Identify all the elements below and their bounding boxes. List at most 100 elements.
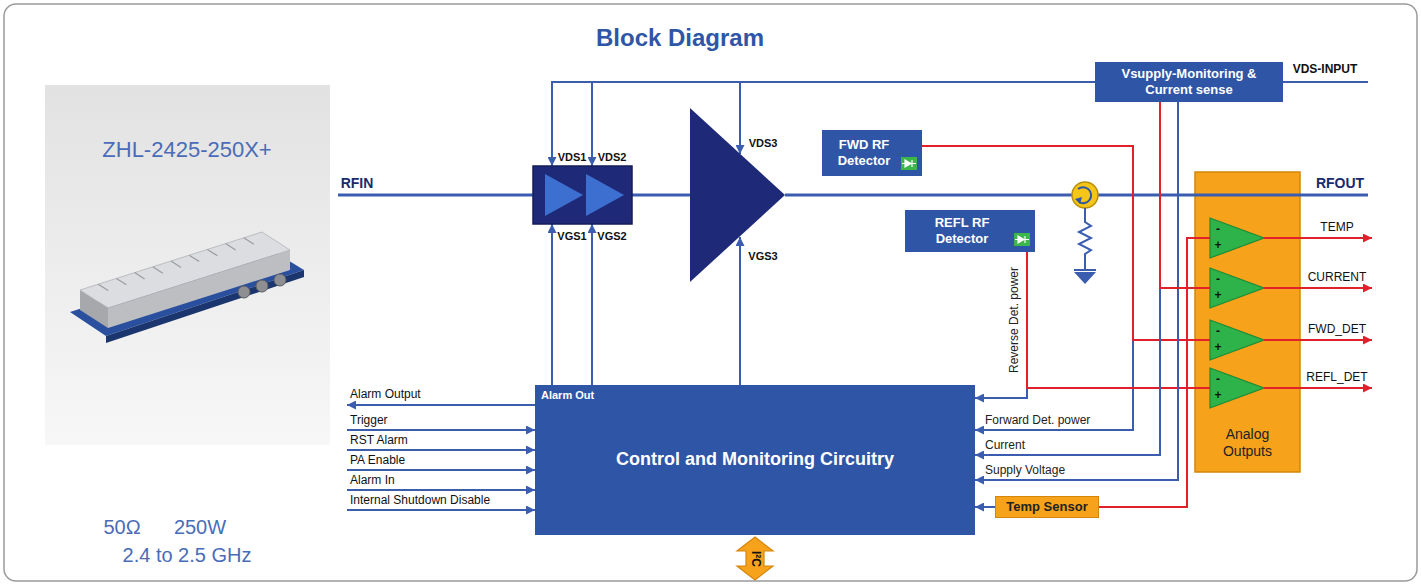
rf-connectors: [274, 274, 286, 286]
opamp-sign: +: [1214, 341, 1221, 355]
pin-name: VGS2: [597, 230, 626, 243]
diode-symbol: [902, 160, 916, 167]
signal-connector: [1099, 238, 1195, 507]
op-amps: [1210, 218, 1264, 408]
opamp-sign: -: [1216, 373, 1220, 387]
box-text: Control and Monitoring Circuitry: [616, 449, 894, 471]
bias-wires: [551, 224, 553, 385]
analog-output-wires: [1195, 387, 1210, 389]
cooling-fins: [226, 244, 236, 250]
op-amps: [1210, 268, 1264, 308]
analog-output-wires: [1264, 237, 1372, 239]
opamp-sign: -: [1216, 325, 1220, 339]
analog-output-panel: Analog Outputs: [1195, 172, 1300, 472]
analog-output-wires: [1264, 287, 1372, 289]
spec-text: 2.4 to 2.5 GHz: [123, 544, 252, 567]
pin-name: VGS3: [748, 250, 777, 263]
diagram-title: Block Diagram: [596, 24, 764, 52]
opamp-sign: +: [1214, 389, 1221, 403]
op-amps: [1210, 218, 1264, 258]
driver-amplifier: [533, 166, 632, 224]
circulator: [1072, 182, 1098, 208]
spec-text: 250W: [174, 516, 226, 539]
product-name: ZHL-2425-250X+: [102, 137, 271, 162]
output-name: CURRENT: [1308, 271, 1367, 285]
analog-output-wires: [1264, 339, 1372, 341]
detector-icon: [901, 157, 917, 170]
diode-symbol: [1015, 236, 1029, 243]
opamp-sign: +: [1214, 289, 1221, 303]
analog-output-wires: [1195, 339, 1210, 341]
opamp-sign: -: [1216, 273, 1220, 287]
bias-wires: [739, 237, 741, 385]
signal-connector: [975, 102, 1160, 455]
rf-connectors: [238, 274, 286, 298]
signal-connector: [975, 506, 995, 508]
cooling-fins: [207, 249, 217, 255]
io-signal: Trigger: [350, 414, 388, 428]
sensor-box: Temp Sensor: [995, 496, 1099, 518]
detector-box: REFL RF Detector: [905, 210, 1035, 252]
port-name: RFIN: [341, 175, 374, 191]
housing-top: [80, 232, 290, 308]
rf-path: [632, 194, 690, 197]
connector-label: Supply Voltage: [985, 464, 1065, 478]
circulator: [1075, 197, 1082, 204]
connector-label: Current: [985, 439, 1025, 453]
box-text: Analog Outputs: [1203, 426, 1292, 460]
box-text: FWD RF Detector: [830, 137, 898, 168]
rf-path: [338, 194, 533, 197]
final-amplifier: [690, 108, 785, 282]
driver-amplifier: [545, 174, 583, 216]
op-amps: [1210, 320, 1264, 360]
control-io-wires: [347, 469, 535, 471]
opamp-sign: -: [1216, 223, 1220, 237]
pin-name: VGS1: [557, 230, 586, 243]
analog-output-wires: [1195, 238, 1372, 388]
outer-frame: [4, 4, 1417, 581]
cooling-fins: [135, 273, 145, 279]
cooling-fins: [171, 261, 181, 267]
control-io-wires: [347, 509, 535, 511]
rf-connectors: [256, 280, 268, 292]
driver-amplifier: [586, 174, 624, 216]
analog-output-wires: [1195, 237, 1210, 239]
output-name: FWD_DET: [1308, 323, 1366, 337]
cooling-fins: [153, 267, 163, 273]
i2c-bus-arrow: [737, 537, 773, 580]
detector-icon: [1014, 233, 1030, 246]
io-signal: Internal Shutdown Disable: [350, 494, 490, 508]
rf-path: [338, 194, 1368, 197]
io-signal: PA Enable: [350, 454, 405, 468]
driver-amplifier: [533, 166, 632, 224]
cooling-fins: [244, 238, 254, 244]
control-io-wires: [347, 449, 535, 451]
pin-name: VDS1: [558, 151, 587, 164]
output-name: TEMP: [1320, 221, 1353, 235]
control-io-wires: [347, 429, 535, 431]
supply-monitor-box: Vsupply-Monitoring & Current sense: [1095, 62, 1283, 102]
signal-connector: [1027, 252, 1195, 388]
ground-symbol: [1074, 272, 1096, 284]
bias-wires: [1283, 81, 1368, 83]
connector-label: Reverse Det. power: [1008, 267, 1022, 373]
cooling-fins: [116, 278, 126, 284]
detector-box: FWD RF Detector: [822, 130, 922, 176]
control-io-wires: [347, 405, 535, 510]
pin-name: VDS3: [749, 137, 778, 150]
bus-name: I²C: [748, 551, 762, 567]
analog-output-panel-ground: [1195, 172, 1300, 472]
termination-resistor: [1074, 269, 1096, 271]
control-io-wires: [347, 404, 535, 406]
io-signal: Alarm Output: [350, 388, 421, 402]
termination-resistor: [1074, 208, 1096, 270]
box-text: Temp Sensor: [1006, 499, 1087, 515]
photo-ground: [45, 85, 330, 445]
output-name: REFL_DET: [1306, 371, 1367, 385]
control-io-wires: [347, 489, 535, 491]
signal-connector: [1160, 102, 1195, 288]
product-photo: [45, 85, 330, 445]
box-tag: Alarm Out: [541, 389, 594, 402]
io-signal: RST Alarm: [350, 434, 408, 448]
